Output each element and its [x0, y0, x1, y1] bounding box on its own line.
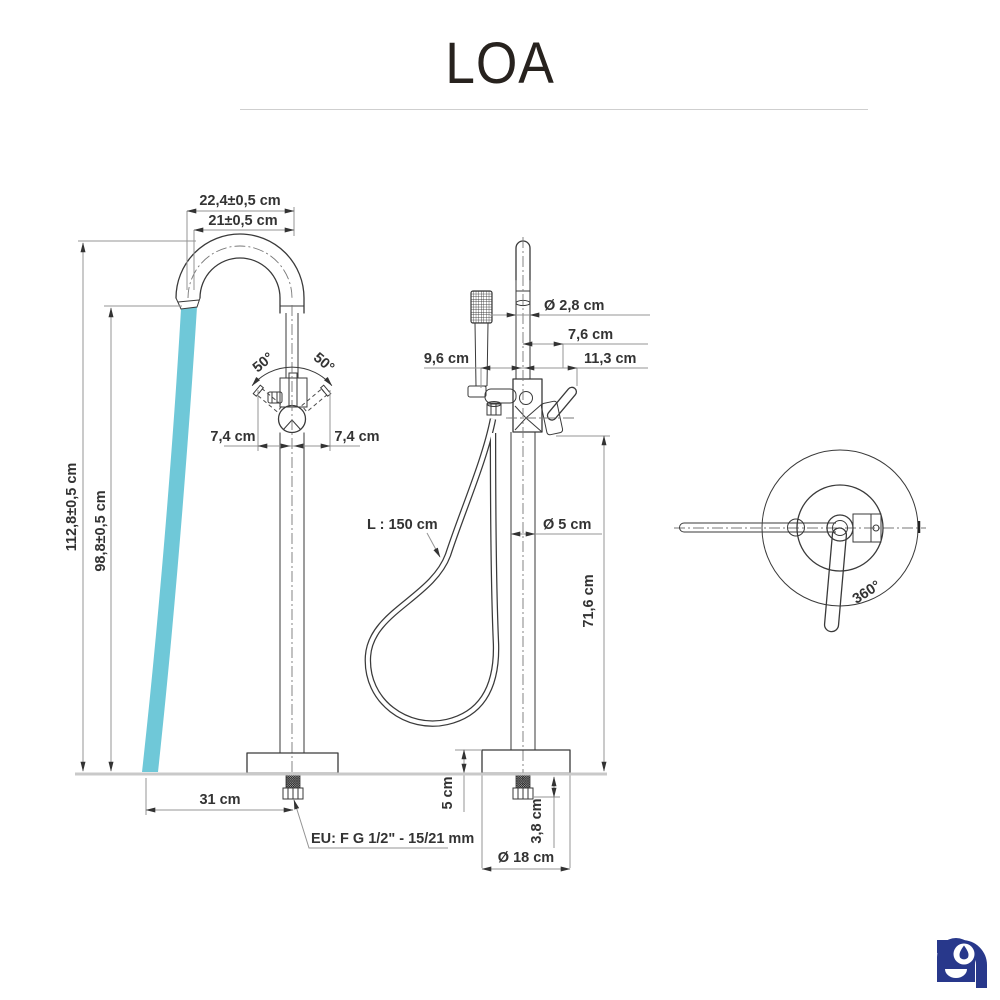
- dim-label-rotation: 360°: [850, 578, 884, 608]
- connector-nut-front: [512, 787, 534, 800]
- handle-hub: [540, 400, 564, 436]
- threaded-connector-front: [515, 774, 531, 789]
- pivot-inner: [832, 520, 848, 536]
- shower-hose: [364, 418, 500, 727]
- dim-arc-handle-angle: [251, 366, 333, 387]
- dim-label-angle-left: 50°: [250, 350, 277, 376]
- dim-label-hose-length: L : 150 cm: [367, 517, 438, 533]
- dim-label-depth-handle: 7,6 cm: [568, 327, 613, 343]
- spout-top-view: [679, 522, 836, 533]
- base-front: [481, 749, 571, 774]
- ext-lines-handle-offset: [257, 390, 331, 451]
- page-title: LOA: [445, 31, 555, 96]
- spout-outlet: [175, 297, 201, 310]
- dim-label-offset-right: 7,4 cm: [334, 429, 379, 445]
- dim-label-connection: EU: F G 1/2" - 15/21 mm: [311, 831, 474, 847]
- column-side: [279, 432, 305, 753]
- shower-holder-side: [267, 391, 283, 404]
- hand-shower-body: [473, 322, 490, 387]
- dim-label-reach-inner: 21±0,5 cm: [208, 213, 277, 229]
- spout-ball-joint: [787, 518, 805, 537]
- ext-lines-offsets: [480, 368, 578, 388]
- handle-silhouette-right: [300, 384, 332, 413]
- dim-label-height-spout: 98,8±0,5 cm: [93, 490, 109, 571]
- lever-edge-on: [288, 372, 298, 408]
- handle-silhouette-left: [252, 384, 284, 413]
- diverter-knob: [519, 391, 533, 405]
- riser-front: [515, 280, 531, 379]
- logo-smile-cutout: [945, 969, 967, 978]
- dim-label-depth-lever: 11,3 cm: [584, 351, 636, 367]
- hose-nut: [486, 403, 502, 416]
- spout-centerline: [187, 245, 293, 299]
- valve-body-side: [279, 377, 308, 408]
- cartridge-screw: [872, 524, 880, 532]
- lever-handle-top-view: [823, 527, 848, 633]
- dim-label-reach-outer: 22,4±0,5 cm: [199, 193, 280, 209]
- dim-label-height-column: 71,6 cm: [581, 574, 597, 627]
- valve-joint-detail: [282, 419, 302, 431]
- hand-shower-head: [470, 290, 493, 324]
- pivot-outer: [826, 514, 854, 542]
- brand-logo: [937, 938, 987, 988]
- dim-label-stream-offset: 31 cm: [199, 792, 240, 808]
- base-side: [246, 752, 339, 774]
- dim-label-offset-left: 7,4 cm: [210, 429, 255, 445]
- title-divider: [240, 109, 868, 110]
- logo-arch: [951, 940, 987, 988]
- lever-handle-front: [546, 386, 578, 421]
- dim-label-diam-column: Ø 5 cm: [543, 517, 591, 533]
- threaded-connector-side: [285, 774, 301, 789]
- spout-inner-curve: [199, 257, 281, 314]
- spout-outer-curve: [175, 233, 305, 314]
- water-stream: [142, 307, 197, 772]
- dim-label-offset-shower: 9,6 cm: [424, 351, 469, 367]
- leader-connection: [293, 799, 448, 849]
- hose-nut-top: [486, 401, 502, 407]
- column-front: [510, 432, 536, 750]
- front-view: Ø 2,8 cm 7,6 cm 9,6 cm 11,3 cm L : 150 c…: [364, 237, 650, 872]
- valve-body-front: [512, 378, 543, 433]
- dim-label-base-height: 5 cm: [440, 776, 456, 809]
- dim-label-diam-top: Ø 2,8 cm: [544, 298, 604, 314]
- column-top-view: [796, 484, 884, 572]
- shower-hose-inner: [365, 418, 499, 726]
- ext-lines-base-diam: [481, 773, 571, 868]
- top-view: 360°: [674, 449, 926, 633]
- connector-nut-side: [282, 787, 304, 800]
- dim-label-base-diam: Ø 18 cm: [498, 850, 554, 866]
- leader-hose-length: [426, 532, 441, 558]
- side-view: 22,4±0,5 cm 21±0,5 cm 112,8±0,5 cm 98,8±…: [64, 193, 474, 849]
- dim-label-connector-length: 3,8 cm: [529, 798, 545, 843]
- ext-lines-height: [78, 240, 196, 307]
- shower-holder-arm: [484, 388, 517, 404]
- shower-holder-cup: [467, 385, 487, 398]
- dim-label-height-total: 112,8±0,5 cm: [64, 463, 80, 552]
- logo-droplet: [959, 945, 969, 960]
- shower-holder-detail: [271, 392, 278, 403]
